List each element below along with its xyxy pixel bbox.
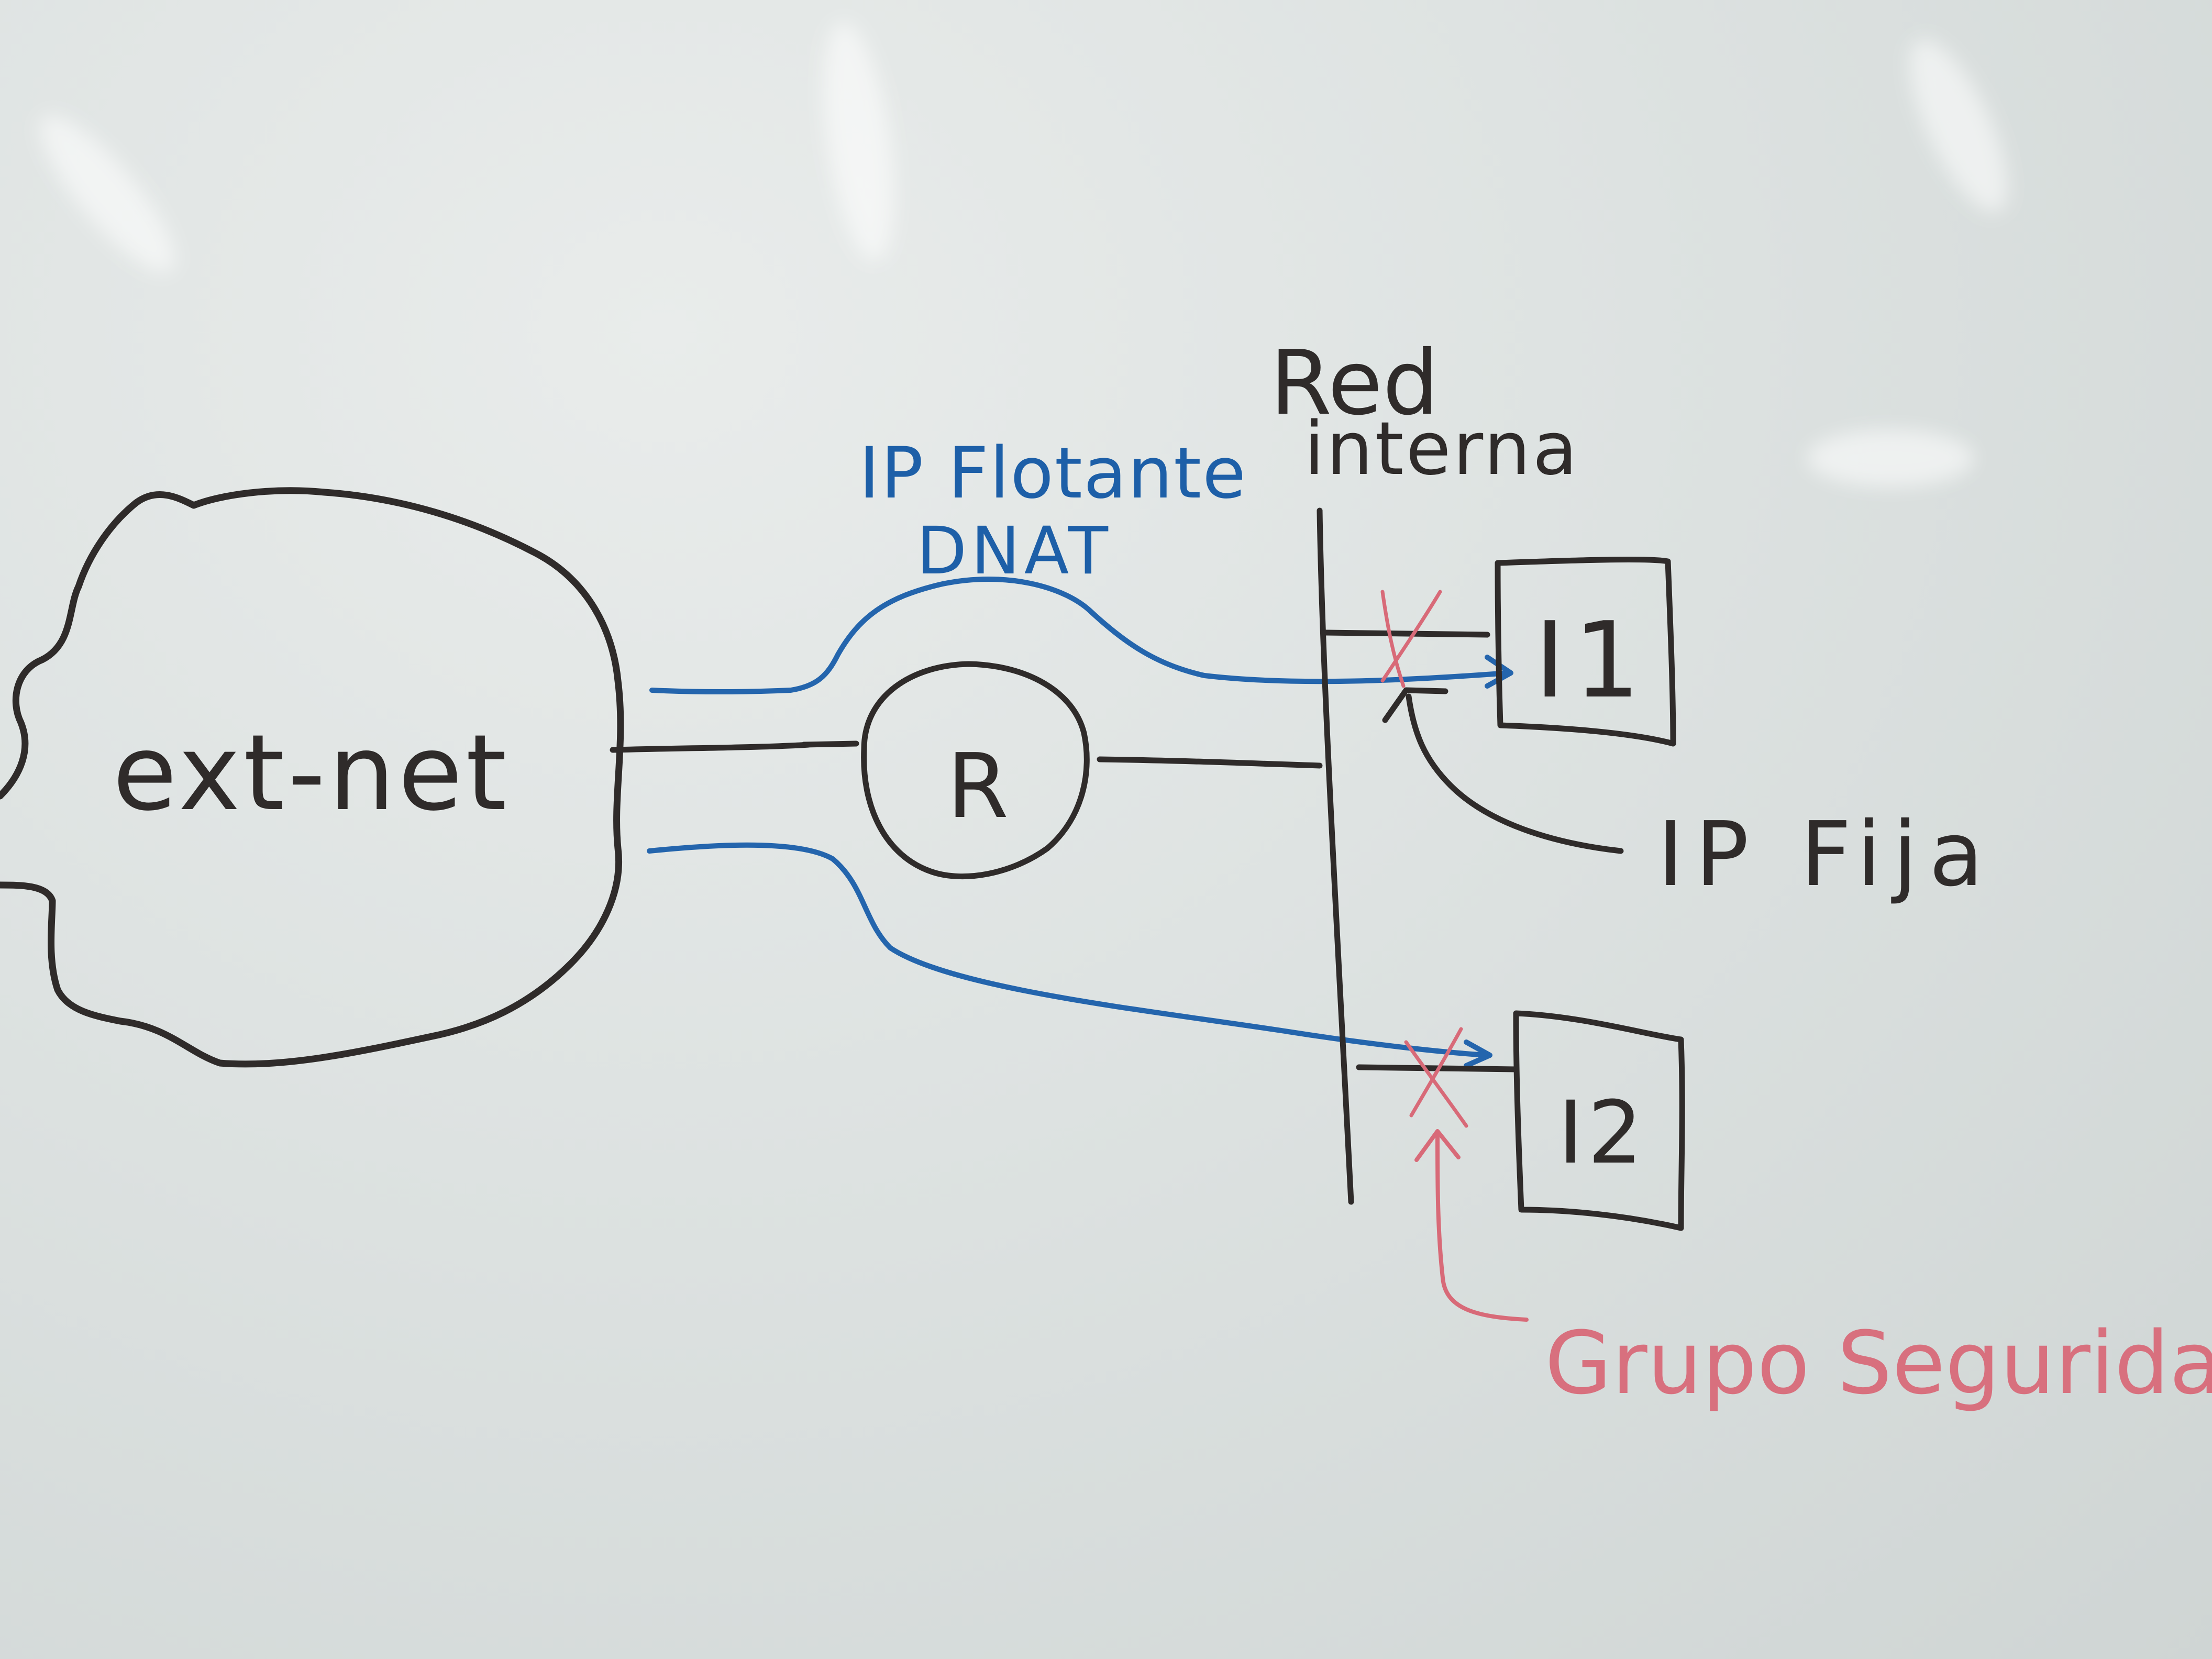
instance-1-port-link [1322, 629, 1490, 638]
internal-network-bus [1317, 507, 1354, 1205]
instance-2-box [1513, 1010, 1685, 1231]
security-group-arrowhead [1414, 1129, 1461, 1162]
fixed-ip-pointer-arrow [1406, 693, 1624, 854]
fixed-ip-label: IP Fija [1657, 803, 1995, 906]
floating-ip-flow-i2 [647, 842, 1490, 1058]
instance-1-box [1495, 557, 1676, 747]
router-circle [861, 661, 1090, 879]
floating-ip-label-line1: IP Flotante [859, 432, 1247, 514]
instance-1-label: I1 [1534, 600, 1649, 722]
board-glare-4 [1807, 429, 1974, 487]
security-group-label: Grupo Seguridad [1545, 1313, 2212, 1413]
floating-ip-arrowhead-i2 [1464, 1039, 1492, 1068]
floating-ip-flow-i1 [649, 577, 1511, 694]
floating-ip-arrowhead-i1 [1485, 655, 1513, 689]
ext-net-label: ext-net [113, 712, 510, 834]
internal-network-label-line1: Red [1270, 331, 1439, 435]
ext-net-to-router-link [610, 740, 859, 753]
internal-network-label-line2: interna [1304, 406, 1579, 492]
instance-2-label: I2 [1558, 1082, 1647, 1183]
fixed-ip-arrowhead [1382, 687, 1448, 723]
floating-ip-label-line2: DNAT [916, 513, 1112, 589]
security-group-cross-i2 [1404, 1027, 1468, 1128]
ext-net-cloud [0, 487, 624, 1068]
security-group-pointer-arrow [1435, 1134, 1529, 1322]
security-group-cross-i1 [1380, 590, 1442, 688]
router-to-internal-network-link [1097, 756, 1323, 769]
router-label: R [947, 735, 1009, 838]
